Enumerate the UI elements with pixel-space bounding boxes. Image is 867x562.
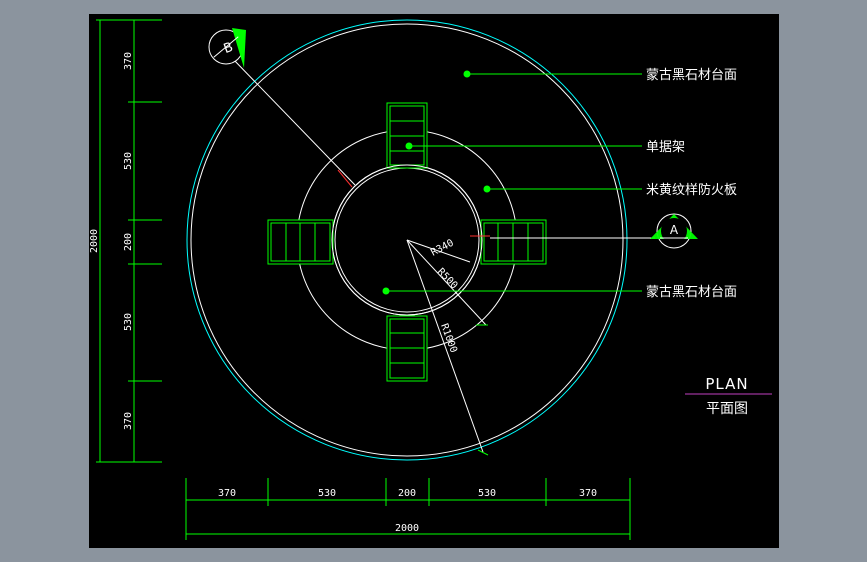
outer-circle-white — [190, 23, 624, 457]
inner-rim-overlay — [331, 164, 483, 316]
leaders — [382, 70, 642, 295]
hdim-2: 530 — [318, 488, 336, 499]
hdim-5: 370 — [579, 488, 597, 499]
model-space-canvas[interactable] — [89, 14, 779, 548]
vdim-total: 2000 — [89, 229, 100, 253]
radius-line-r500 — [406, 239, 487, 326]
callout-fireproof-board: 米黄纹样防火板 — [646, 182, 737, 198]
hdim-total: 2000 — [395, 523, 419, 534]
frame-right — [480, 219, 547, 265]
frame-bottom — [386, 315, 428, 382]
vdim-5: 370 — [123, 412, 134, 430]
section-marker-a-label: A — [670, 223, 679, 237]
vdim-2: 530 — [123, 152, 134, 170]
callout-top-surface: 蒙古黑石材台面 — [646, 68, 737, 83]
section-marker-a[interactable]: A — [490, 213, 698, 249]
plan-subtitle: 平面图 — [706, 401, 748, 417]
section-b-cut-line — [231, 57, 356, 186]
red-accents — [337, 169, 490, 237]
frame-left — [267, 219, 334, 265]
frame-top — [386, 102, 428, 169]
radius-line-r1000 — [406, 239, 484, 453]
vdim-1: 370 — [123, 52, 134, 70]
hdim-1: 370 — [218, 488, 236, 499]
plan-title: PLAN — [705, 375, 748, 393]
radius-lines — [231, 57, 487, 453]
vdim-4: 530 — [123, 313, 134, 331]
radius-tick-marks — [476, 324, 489, 456]
outer-circle-cyan — [186, 19, 628, 461]
vertical-dimensions — [96, 19, 162, 463]
hdim-3: 200 — [398, 488, 416, 499]
section-marker-b[interactable]: B — [208, 28, 246, 68]
callout-single-frame: 单据架 — [646, 140, 685, 155]
hdim-4: 530 — [478, 488, 496, 499]
horizontal-dimensions — [185, 478, 631, 540]
callout-inner-surface: 蒙古黑石材台面 — [646, 285, 737, 300]
frames — [267, 102, 547, 382]
radius-line-r340 — [406, 239, 471, 263]
vdim-3: 200 — [123, 233, 134, 251]
